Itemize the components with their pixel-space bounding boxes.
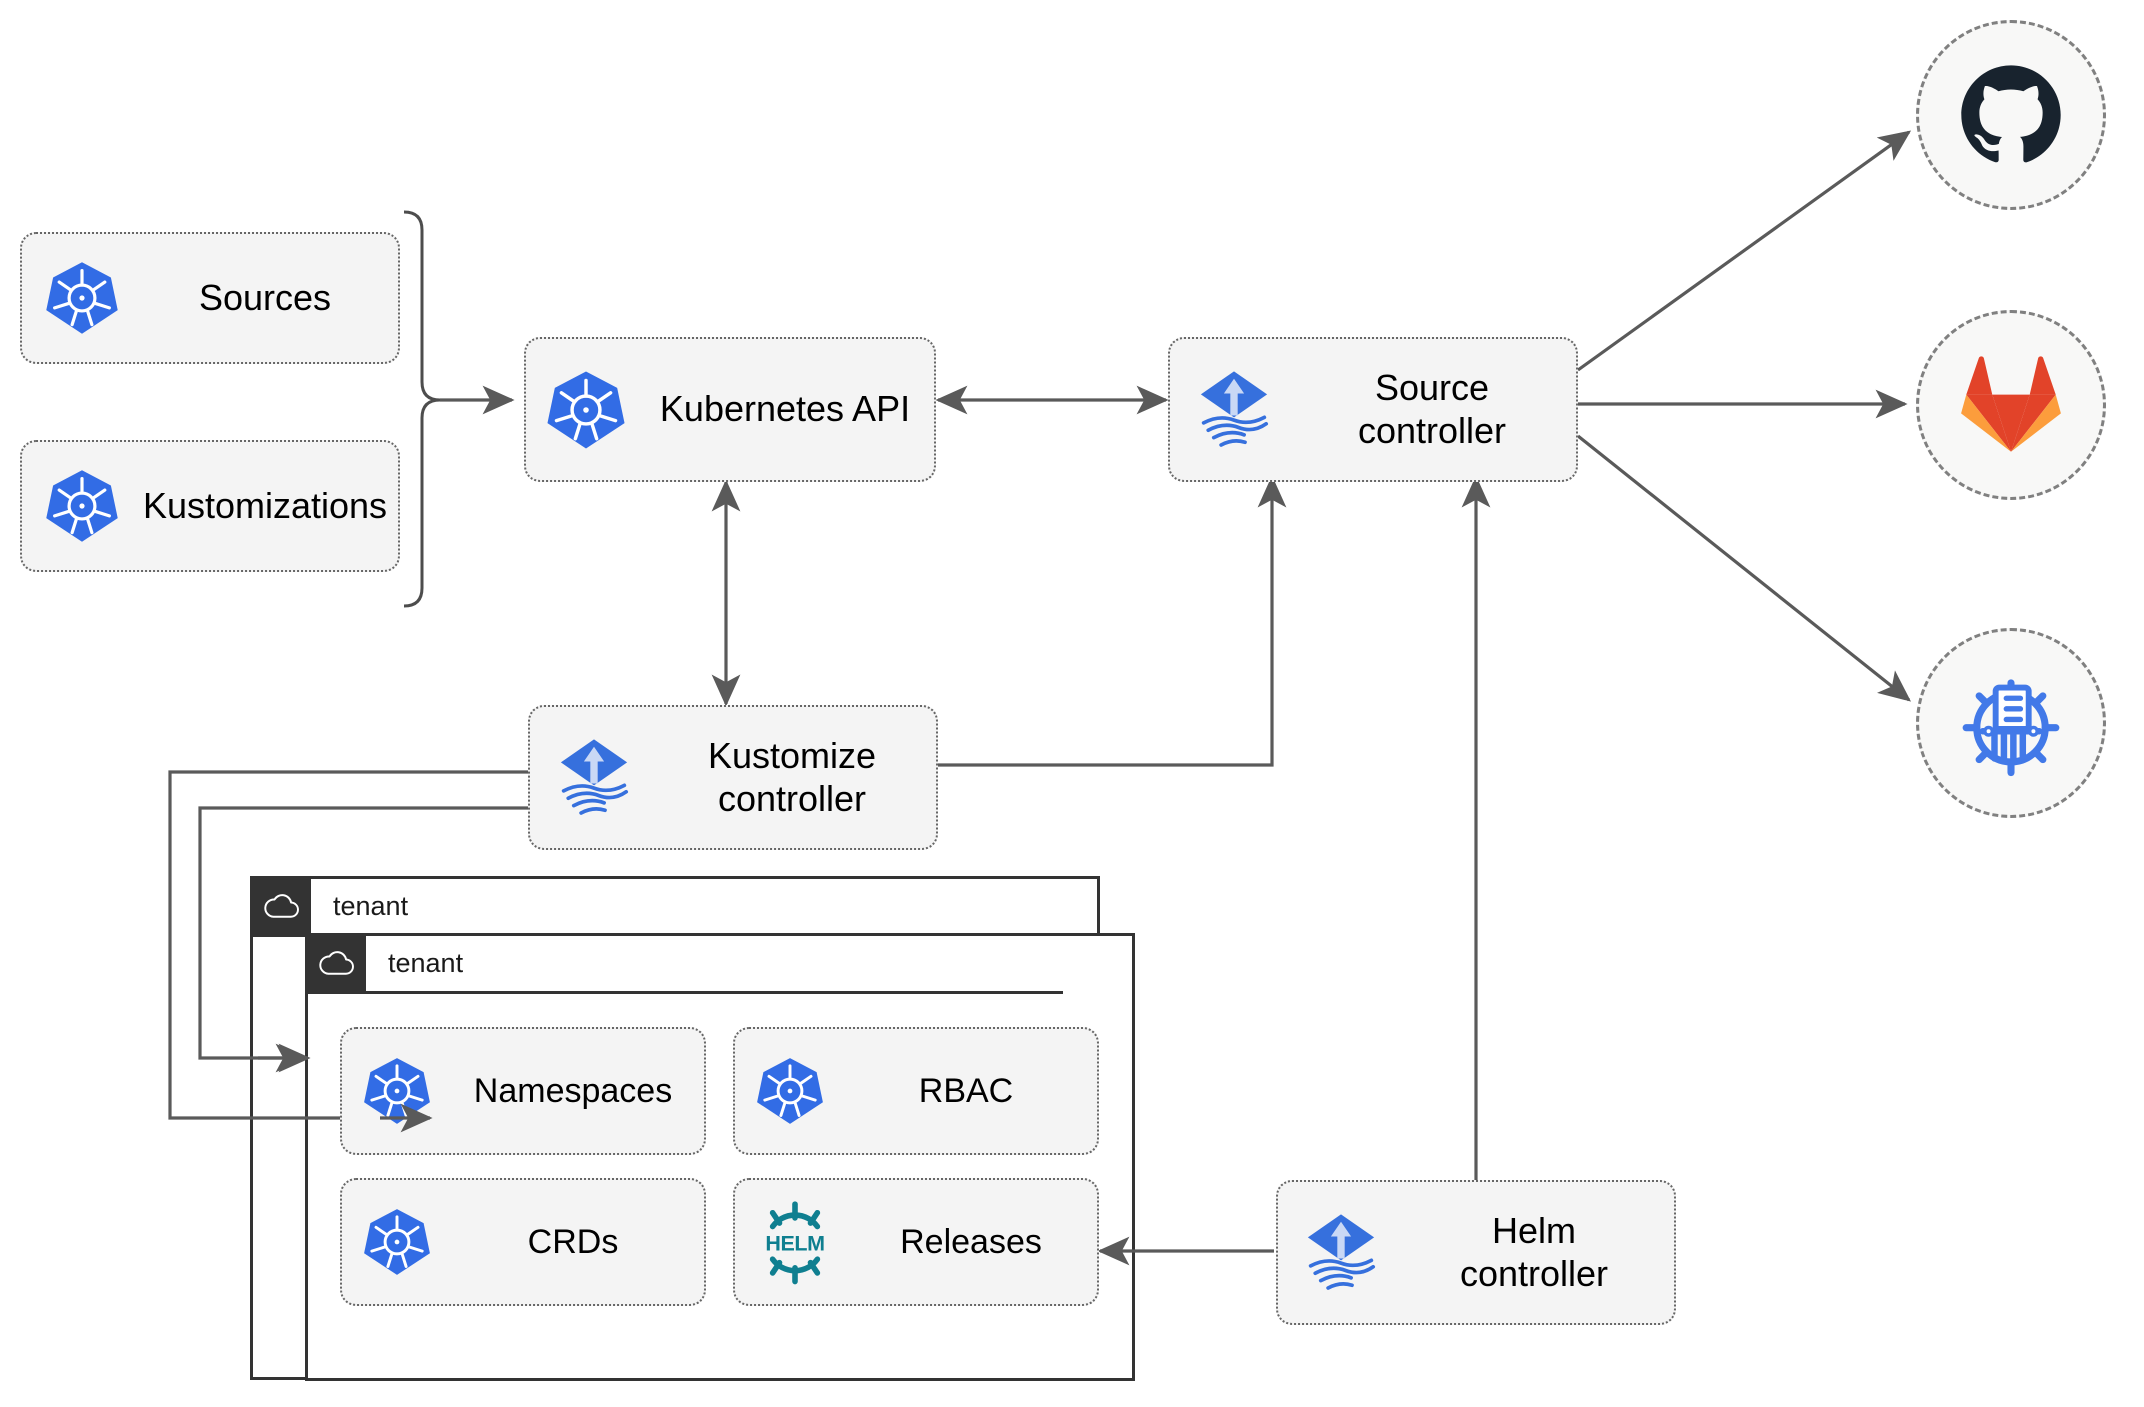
helm-icon: HELM (735, 1199, 855, 1285)
node-helm-controller-label: Helm controller (1459, 1210, 1609, 1294)
node-source-controller-label: Source controller (1357, 367, 1507, 451)
edge-kustomize-controller-to-source-controller (936, 475, 1287, 767)
node-releases-label: Releases (900, 1222, 1042, 1261)
tenant-container-inner[interactable]: tenant (305, 933, 1135, 1381)
node-kustomize-controller[interactable]: Kustomize controller (528, 705, 938, 850)
node-crds-label: CRDs (527, 1222, 619, 1261)
kubernetes-icon (342, 1056, 452, 1126)
node-rbac[interactable]: RBAC (733, 1027, 1099, 1155)
flux-icon (1278, 1207, 1404, 1299)
svg-text:HELM: HELM (765, 1232, 824, 1256)
node-gitlab[interactable] (1916, 310, 2106, 500)
node-namespaces-label: Namespaces (473, 1071, 673, 1110)
node-kustomizations-label: Kustomizations (142, 484, 388, 526)
node-source-controller[interactable]: Source controller (1168, 337, 1578, 482)
node-kubernetes-api[interactable]: Kubernetes API (524, 337, 936, 482)
cloud-icon (308, 934, 366, 993)
node-helm-controller[interactable]: Helm controller (1276, 1180, 1676, 1325)
node-namespaces[interactable]: Namespaces (340, 1027, 706, 1155)
helm-repository-icon (1962, 679, 2060, 777)
resources-brace (403, 210, 441, 608)
tenant-inner-label: tenant (388, 948, 464, 978)
edge-source-controller-to-github (1577, 130, 1912, 372)
tenant-outer-label: tenant (333, 891, 409, 921)
node-rbac-label: RBAC (918, 1071, 1014, 1110)
tenant-inner-tab[interactable]: tenant (308, 934, 1063, 994)
flux-icon (530, 732, 658, 824)
gitlab-icon (1961, 356, 2061, 452)
node-github[interactable] (1916, 20, 2106, 210)
kubernetes-icon (342, 1207, 452, 1277)
kubernetes-icon (22, 260, 142, 336)
flux-icon (1170, 364, 1298, 456)
kubernetes-icon (22, 468, 142, 544)
github-icon (1961, 65, 2061, 163)
node-crds[interactable]: CRDs (340, 1178, 706, 1306)
kubernetes-icon (735, 1056, 845, 1126)
node-sources[interactable]: Sources (20, 232, 400, 364)
node-releases[interactable]: HELM Releases (733, 1178, 1099, 1306)
node-kustomizations[interactable]: Kustomizations (20, 440, 400, 572)
tenant-outer-tab[interactable]: tenant (253, 877, 1023, 937)
cloud-icon (253, 877, 311, 936)
node-kustomize-controller-label: Kustomize controller (707, 735, 877, 819)
node-kubernetes-api-label: Kubernetes API (659, 388, 911, 430)
edge-source-controller-to-registry (1577, 434, 1912, 702)
node-sources-label: Sources (198, 276, 332, 318)
node-helm-repository[interactable] (1916, 628, 2106, 818)
kubernetes-icon (526, 369, 646, 451)
